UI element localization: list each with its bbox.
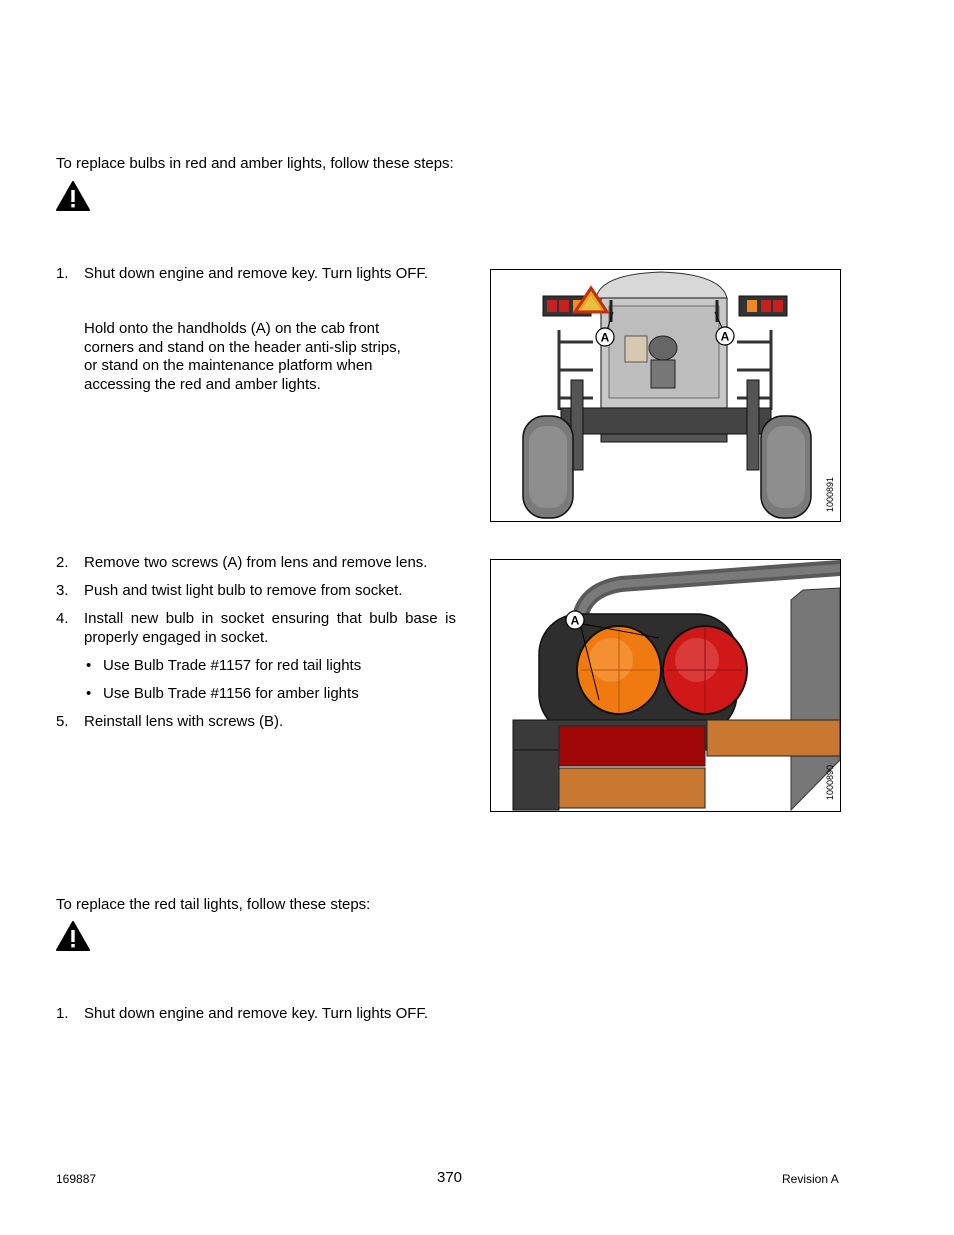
section2-intro: To replace the red tail lights, follow t…	[56, 896, 371, 913]
section1-intro: To replace bulbs in red and amber lights…	[56, 155, 454, 172]
figure-tail-light: A 1000890	[490, 559, 841, 812]
revision: Revision A	[782, 1172, 839, 1186]
page-number: 370	[437, 1169, 463, 1186]
para-line: or stand on the maintenance platform whe…	[84, 357, 373, 374]
bullet-icon: •	[86, 685, 92, 702]
step-text: Remove two screws (A) from lens and remo…	[84, 554, 428, 571]
step-text: Push and twist light bulb to remove from…	[84, 582, 403, 599]
doc-number: 169887	[56, 1172, 97, 1186]
tail-light-illustration: A	[512, 560, 840, 811]
warning-icon	[56, 181, 90, 211]
step-number: 3.	[56, 582, 69, 599]
warning-icon	[56, 921, 90, 951]
callout-a-left: A	[601, 331, 610, 345]
step-text: Shut down engine and remove key. Turn li…	[84, 265, 429, 282]
para-line: accessing the red and amber lights.	[84, 376, 321, 393]
windrower-illustration: A A	[522, 271, 812, 519]
para-line: corners and stand on the header anti-sli…	[84, 339, 401, 356]
step-number: 1.	[56, 1005, 69, 1022]
step-text: Reinstall lens with screws (B).	[84, 713, 284, 730]
step-number: 2.	[56, 554, 69, 571]
figure-id: 1000890	[825, 764, 835, 800]
callout-a-right: A	[721, 330, 730, 344]
bullet-text: Use Bulb Trade #1156 for amber lights	[103, 685, 359, 702]
step-text: Install new bulb in socket ensuring that…	[84, 610, 456, 627]
step-number: 5.	[56, 713, 69, 730]
callout-a: A	[571, 614, 580, 628]
step-text: Shut down engine and remove key. Turn li…	[84, 1005, 429, 1022]
para-line: Hold onto the handholds (A) on the cab f…	[84, 320, 380, 337]
step-text-cont: properly engaged in socket.	[84, 629, 269, 646]
step-number: 4.	[56, 610, 69, 627]
step-number: 1.	[56, 265, 69, 282]
figure-id: 1000891	[825, 476, 835, 512]
figure-windrower-front: A A 1000891	[490, 269, 841, 522]
bullet-text: Use Bulb Trade #1157 for red tail lights	[103, 657, 362, 674]
bullet-icon: •	[86, 657, 92, 674]
